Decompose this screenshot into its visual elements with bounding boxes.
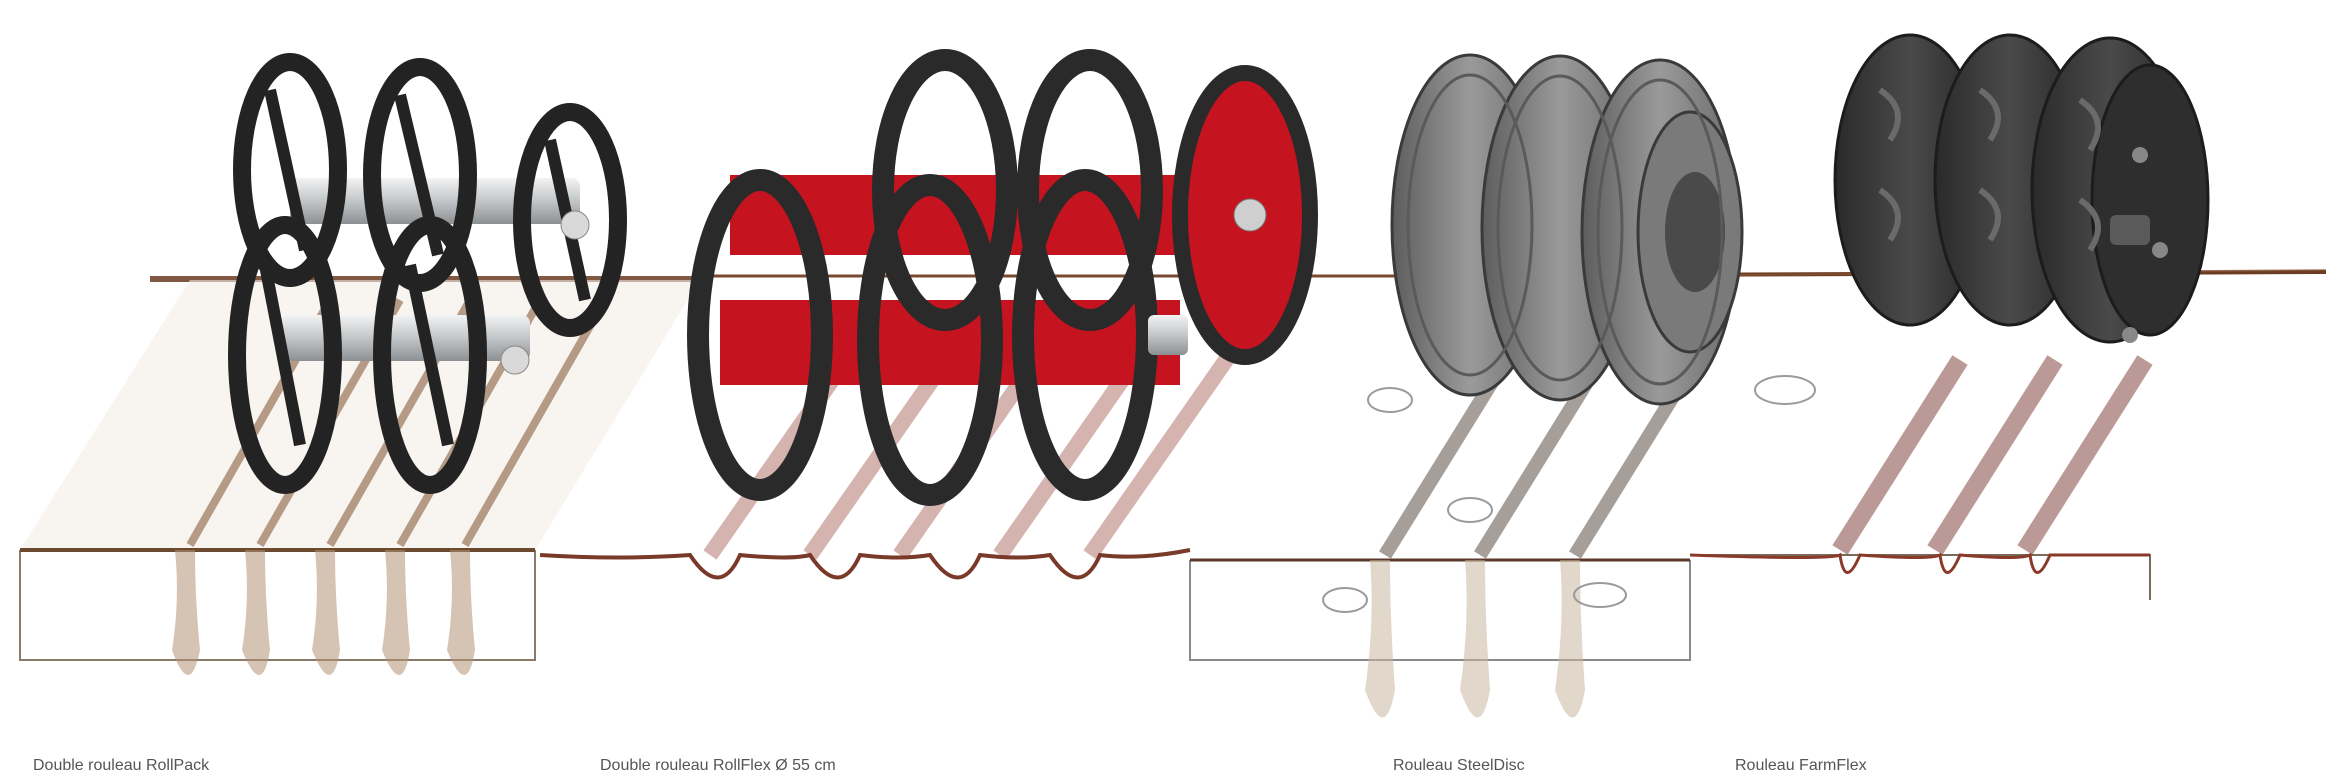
steeldisc-roller-illustration [1392, 55, 1742, 404]
farmflex-roller-illustration [1835, 35, 2208, 343]
caption-rollflex: Double rouleau RollFlex Ø 55 cm [600, 757, 836, 775]
steeldisc-soil-block [1190, 345, 1815, 718]
caption-steeldisc: Rouleau SteelDisc [1393, 757, 1525, 775]
caption-rollpack: Double rouleau RollPack [33, 757, 209, 775]
caption-farmflex: Rouleau FarmFlex [1735, 757, 1867, 775]
